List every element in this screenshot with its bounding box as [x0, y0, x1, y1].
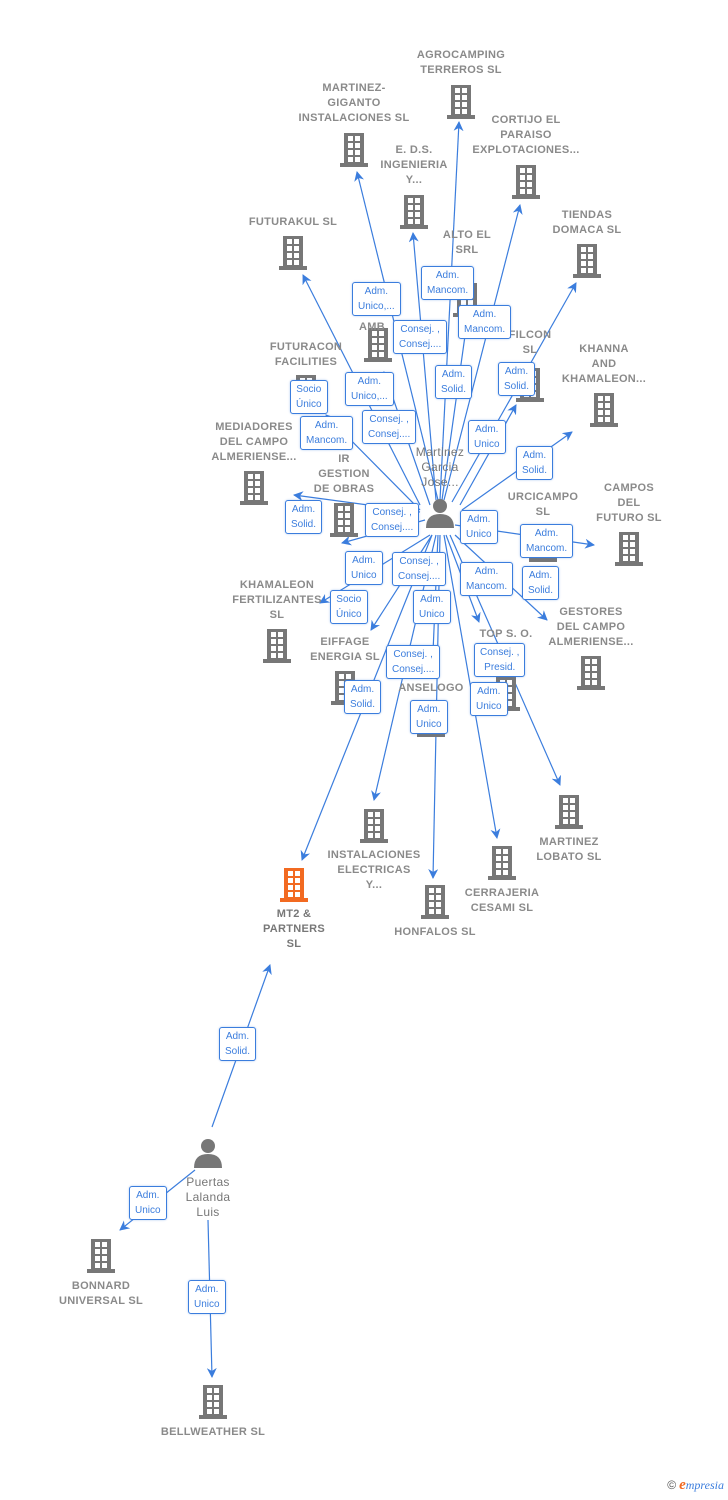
- node-label-bonnard[interactable]: BONNARD UNIVERSAL SL: [58, 1280, 144, 1307]
- relation-label[interactable]: Adm. Unico: [188, 1280, 226, 1314]
- relation-label[interactable]: Consej. , Consej....: [365, 503, 420, 537]
- relation-label[interactable]: Adm. Solid.: [219, 1027, 257, 1061]
- brand-name: mpresia: [685, 1478, 724, 1492]
- node-label-amb[interactable]: AMB: [359, 321, 385, 333]
- node-label-eds[interactable]: E. D.S. INGENIERIA Y...: [380, 144, 448, 186]
- brand-initial: e: [679, 1477, 686, 1493]
- relation-edge: [408, 232, 437, 501]
- relation-label[interactable]: Adm. Unico,...: [352, 282, 401, 316]
- person-icon[interactable]: [425, 498, 455, 533]
- node-label-cerrajeria[interactable]: CERRAJERIA CESAMI SL: [464, 887, 540, 914]
- node-label-top[interactable]: TOP S. O.: [479, 628, 533, 640]
- node-label-ir[interactable]: IR GESTION DE OBRAS: [313, 453, 375, 495]
- relation-label[interactable]: Adm. Unico: [468, 420, 506, 454]
- relation-label[interactable]: Adm. Unico: [410, 700, 448, 734]
- node-label-mediadores[interactable]: MEDIADORES DEL CAMPO ALMERIENSE...: [211, 421, 297, 463]
- relation-label[interactable]: Adm. Solid.: [344, 680, 382, 714]
- node-label-honfalos[interactable]: HONFALOS SL: [394, 926, 476, 938]
- node-label-eiffage[interactable]: EIFFAGE ENERGIA SL: [310, 636, 380, 663]
- building-icon[interactable]: [339, 133, 369, 172]
- relation-label[interactable]: Consej. , Consej....: [386, 645, 441, 679]
- node-label-khanna[interactable]: KHANNA AND KHAMALEON...: [561, 343, 647, 385]
- building-icon[interactable]: [576, 656, 606, 695]
- relation-edge: [459, 404, 517, 506]
- node-label-mt2[interactable]: MT2 & PARTNERS SL: [262, 908, 326, 950]
- empresia-logo[interactable]: ©empresia: [667, 1477, 724, 1494]
- person-icon[interactable]: [193, 1138, 223, 1173]
- relation-label[interactable]: Adm. Unico: [413, 590, 451, 624]
- relation-label[interactable]: Adm. Unico: [129, 1186, 167, 1220]
- building-icon[interactable]: [554, 795, 584, 834]
- node-label-filcon[interactable]: FILCON SL: [508, 329, 552, 356]
- relation-edge: [443, 204, 523, 501]
- node-label-bellweather[interactable]: BELLWEATHER SL: [160, 1426, 266, 1438]
- relation-label[interactable]: Consej. , Consej....: [393, 320, 448, 354]
- building-icon[interactable]: [614, 532, 644, 571]
- building-icon[interactable]: [359, 809, 389, 848]
- relation-label[interactable]: Consej. , Presid.: [474, 643, 526, 677]
- relation-label[interactable]: Adm. Solid.: [285, 500, 323, 534]
- node-label-giganto[interactable]: MARTINEZ- GIGANTO INSTALACIONES SL: [298, 82, 410, 124]
- building-icon[interactable]: [278, 236, 308, 275]
- building-icon[interactable]: [589, 393, 619, 432]
- building-icon[interactable]: [262, 629, 292, 668]
- building-icon[interactable]: [572, 244, 602, 283]
- node-label-khamaleon[interactable]: KHAMALEON FERTILIZANTES SL: [232, 579, 322, 621]
- relation-label[interactable]: Adm. Unico: [470, 682, 508, 716]
- relation-label[interactable]: Adm. Solid.: [516, 446, 554, 480]
- node-label-urcicampo[interactable]: URCICAMPO SL: [507, 491, 579, 518]
- relation-label[interactable]: Adm. Unico: [345, 551, 383, 585]
- relation-label[interactable]: Adm. Mancom.: [458, 305, 512, 339]
- node-label-gestores[interactable]: GESTORES DEL CAMPO ALMERIENSE...: [548, 606, 634, 648]
- node-label-ansel[interactable]: ANSELOGO: [398, 682, 464, 694]
- building-icon[interactable]: [487, 846, 517, 885]
- node-label-martinez[interactable]: Martinez Garcia Jose...: [415, 445, 465, 489]
- relation-label[interactable]: Consej. , Consej....: [362, 410, 417, 444]
- relation-label[interactable]: Adm. Mancom.: [421, 266, 475, 300]
- relation-label[interactable]: Adm. Mancom.: [520, 524, 574, 558]
- node-label-futurakul[interactable]: FUTURAKUL SL: [248, 216, 338, 228]
- relation-label[interactable]: Adm. Mancom.: [300, 416, 354, 450]
- relation-label[interactable]: Consej. , Consej....: [392, 552, 447, 586]
- relation-label[interactable]: Socio Único: [290, 380, 328, 414]
- relation-label[interactable]: Adm. Mancom.: [460, 562, 514, 596]
- building-icon[interactable]: [279, 868, 309, 907]
- relation-edge: [439, 121, 464, 501]
- node-label-alto[interactable]: ALTO EL SRL: [442, 229, 492, 256]
- relation-label[interactable]: Socio Único: [330, 590, 368, 624]
- building-icon[interactable]: [363, 328, 393, 367]
- relation-label[interactable]: Adm. Unico,...: [345, 372, 394, 406]
- node-label-lobato[interactable]: MARTINEZ LOBATO SL: [536, 836, 602, 863]
- building-icon[interactable]: [420, 885, 450, 924]
- relation-label[interactable]: Adm. Unico: [460, 510, 498, 544]
- building-icon[interactable]: [399, 195, 429, 234]
- node-label-agrocamping[interactable]: AGROCAMPING TERREROS SL: [416, 49, 506, 76]
- building-icon[interactable]: [198, 1385, 228, 1424]
- node-label-campos[interactable]: CAMPOS DEL FUTURO SL: [596, 482, 662, 524]
- building-icon[interactable]: [446, 85, 476, 124]
- node-label-puertas[interactable]: Puertas Lalanda Luis: [185, 1175, 231, 1219]
- node-label-tiendas[interactable]: TIENDAS DOMACA SL: [552, 209, 622, 236]
- building-icon[interactable]: [329, 503, 359, 542]
- relation-label[interactable]: Adm. Solid.: [435, 365, 473, 399]
- node-label-cortijo[interactable]: CORTIJO EL PARAISO EXPLOTACIONES...: [472, 114, 580, 156]
- building-icon[interactable]: [86, 1239, 116, 1278]
- node-label-futuracon[interactable]: FUTURACON FACILITIES: [269, 341, 343, 368]
- relation-label[interactable]: Adm. Solid.: [522, 566, 560, 600]
- copyright-symbol: ©: [667, 1478, 677, 1492]
- building-icon[interactable]: [239, 471, 269, 510]
- building-icon[interactable]: [511, 165, 541, 204]
- relation-label[interactable]: Adm. Solid.: [498, 362, 536, 396]
- node-label-instalaciones[interactable]: INSTALACIONES ELECTRICAS Y...: [327, 849, 421, 891]
